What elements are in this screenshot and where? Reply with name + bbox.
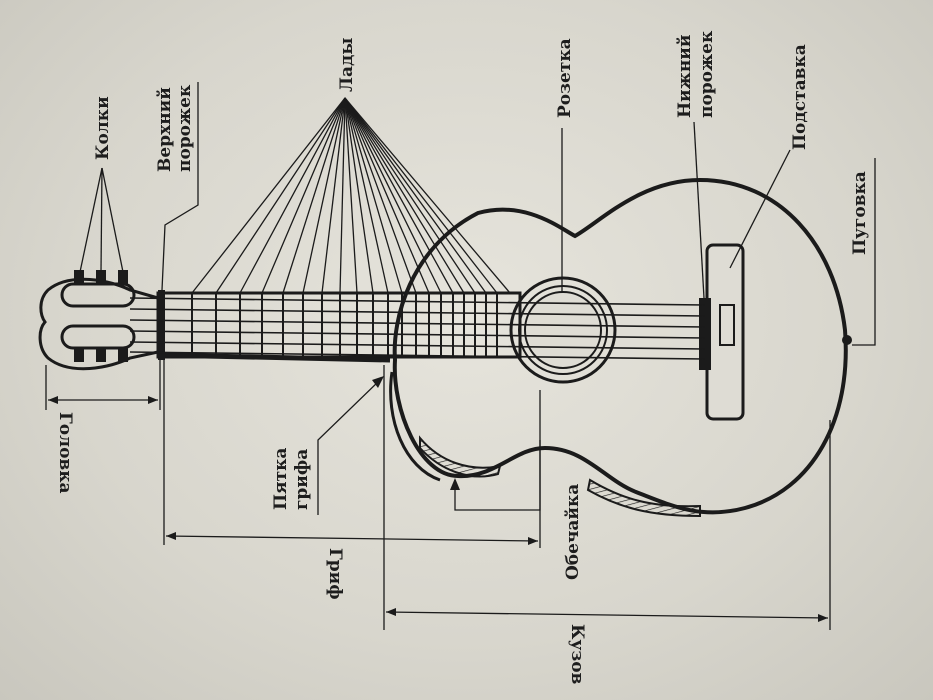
leader-lines xyxy=(79,82,876,346)
side-hatching-2 xyxy=(586,478,701,518)
label-kuzov: Кузов xyxy=(567,624,587,685)
label-nizhniy-1: Нижний xyxy=(675,34,695,118)
label-verkhniy-2: порожек xyxy=(175,84,195,172)
guitar-body xyxy=(392,177,848,515)
label-verkhniy-1: Верхний xyxy=(155,87,175,172)
label-obechayka: Обечайка xyxy=(563,484,583,580)
bridge xyxy=(705,243,745,421)
label-rozetka: Розетка xyxy=(555,38,575,118)
side-hatching xyxy=(419,435,502,478)
end-pin xyxy=(842,335,852,345)
nut xyxy=(158,290,165,360)
label-podstavka: Подставка xyxy=(790,44,810,150)
label-grif: Гриф xyxy=(325,548,345,600)
label-pyatka-2: грифа xyxy=(292,449,312,510)
heel-leader xyxy=(317,379,381,515)
label-pyatka-1: Пятка xyxy=(271,448,291,510)
label-lady: Лады xyxy=(337,38,357,92)
label-kolki: Колки xyxy=(93,96,113,160)
strings xyxy=(129,297,706,360)
label-nizhniy-2: порожек xyxy=(697,30,717,118)
label-pugovka: Пуговка xyxy=(850,171,870,255)
rosette xyxy=(509,276,617,384)
label-golovka: Головка xyxy=(55,412,75,494)
tuning-pegs xyxy=(74,270,128,362)
dimension-lines xyxy=(45,360,831,630)
